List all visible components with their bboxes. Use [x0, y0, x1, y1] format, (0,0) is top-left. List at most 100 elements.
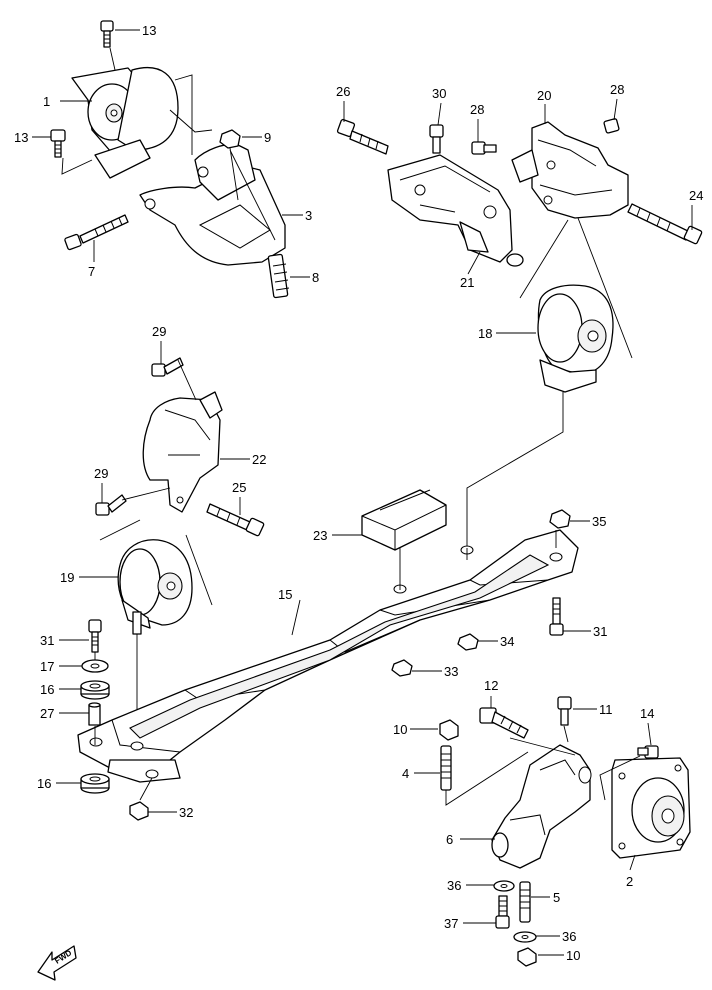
callout-leader [467, 251, 481, 275]
stud-8 [267, 253, 290, 299]
callout-number: 13 [14, 130, 28, 145]
mount-bracket-6 [491, 744, 592, 869]
callout-number: 20 [537, 88, 551, 103]
callout-36a: 36 [447, 878, 494, 893]
mount-bracket-20 [511, 121, 629, 219]
callout-14: 14 [640, 706, 654, 746]
callout-number: 23 [313, 528, 327, 543]
nut-32 [129, 801, 149, 821]
callout-number: 7 [88, 264, 95, 279]
callout-number: 24 [689, 188, 703, 203]
callout-leader [629, 854, 636, 871]
leader-lines-top-left [61, 47, 276, 241]
callout-number: 29 [94, 466, 108, 481]
engine-mount-19 [117, 539, 193, 635]
callout-number: 3 [305, 208, 312, 223]
bushing-16-lower [80, 773, 110, 794]
crossmember-15 [77, 529, 579, 783]
callout-20: 20 [537, 88, 551, 124]
bolt-29-bottom [95, 494, 127, 516]
leader-lines-bottom-right [445, 725, 641, 806]
callout-number: 9 [264, 130, 271, 145]
callout-32: 32 [148, 805, 193, 820]
callout-36b: 36 [536, 929, 576, 944]
bolt-25 [206, 503, 265, 537]
bolt-26 [336, 118, 389, 155]
callout-number: 36 [562, 929, 576, 944]
callout-number: 22 [252, 452, 266, 467]
callout-28a: 28 [470, 102, 484, 142]
callout-7: 7 [88, 240, 95, 279]
callout-27: 27 [40, 706, 89, 721]
callout-16a: 16 [40, 682, 81, 697]
callout-5: 5 [531, 890, 560, 905]
bolt-11 [557, 696, 572, 726]
leader-lines-middle-left [99, 359, 213, 745]
callout-31b: 31 [563, 624, 607, 639]
callout-number: 34 [500, 634, 514, 649]
callout-30: 30 [432, 86, 446, 126]
callout-37: 37 [444, 916, 496, 931]
callout-16b: 16 [37, 776, 81, 791]
engine-mount-2 [611, 757, 691, 859]
callout-number: 28 [610, 82, 624, 97]
mount-bracket-22 [142, 391, 223, 513]
callout-4: 4 [402, 766, 440, 781]
callout-34: 34 [478, 634, 514, 649]
callout-number: 11 [599, 702, 613, 717]
callout-9: 9 [242, 130, 271, 145]
stud-4 [440, 745, 452, 791]
callout-8: 8 [290, 270, 319, 285]
callout-33: 33 [412, 664, 458, 679]
stopper-23 [361, 489, 447, 551]
nut-10-upper [439, 719, 459, 741]
callout-35: 35 [570, 514, 606, 529]
callout-number: 28 [470, 102, 484, 117]
callout-number: 33 [444, 664, 458, 679]
leader-lines-center [291, 530, 557, 636]
callout-number: 16 [37, 776, 51, 791]
callout-number: 13 [142, 23, 156, 38]
engine-mount-18 [537, 284, 614, 393]
callout-10a: 10 [393, 722, 438, 737]
nut-10-lower [517, 947, 537, 967]
callout-number: 37 [444, 916, 458, 931]
stud-5 [519, 881, 531, 923]
callout-number: 1 [43, 94, 50, 109]
collar-27 [88, 702, 101, 726]
bolt-31-left [88, 619, 102, 653]
callout-11: 11 [573, 702, 613, 717]
callout-number: 17 [40, 659, 54, 674]
callout-number: 2 [626, 874, 633, 889]
leader-lines-top-right [466, 217, 633, 548]
bolt-28-left [471, 141, 497, 155]
callout-leader [437, 102, 442, 126]
callout-number: 31 [593, 624, 607, 639]
callout-13a: 13 [115, 23, 156, 38]
callout-12: 12 [484, 678, 498, 708]
callout-number: 5 [553, 890, 560, 905]
callout-number: 36 [447, 878, 461, 893]
bolt-12 [479, 707, 529, 739]
callout-number: 29 [152, 324, 166, 339]
nut-9 [219, 129, 241, 149]
callout-number: 15 [278, 587, 292, 602]
mount-bracket-21 [387, 154, 524, 267]
callout-number: 18 [478, 326, 492, 341]
callout-10b: 10 [538, 948, 580, 963]
bolt-13-top [100, 20, 114, 48]
callout-number: 10 [566, 948, 580, 963]
callout-number: 12 [484, 678, 498, 693]
callout-3: 3 [282, 208, 312, 223]
bolt-7 [64, 214, 129, 251]
bolt-30 [429, 124, 444, 154]
callout-number: 19 [60, 570, 74, 585]
engine-mount-1 [71, 66, 179, 179]
callout-29b: 29 [94, 466, 108, 503]
callout-number: 35 [592, 514, 606, 529]
callout-number: 8 [312, 270, 319, 285]
callout-19: 19 [60, 570, 118, 585]
callout-15: 15 [278, 587, 292, 602]
callout-leader [647, 722, 652, 746]
